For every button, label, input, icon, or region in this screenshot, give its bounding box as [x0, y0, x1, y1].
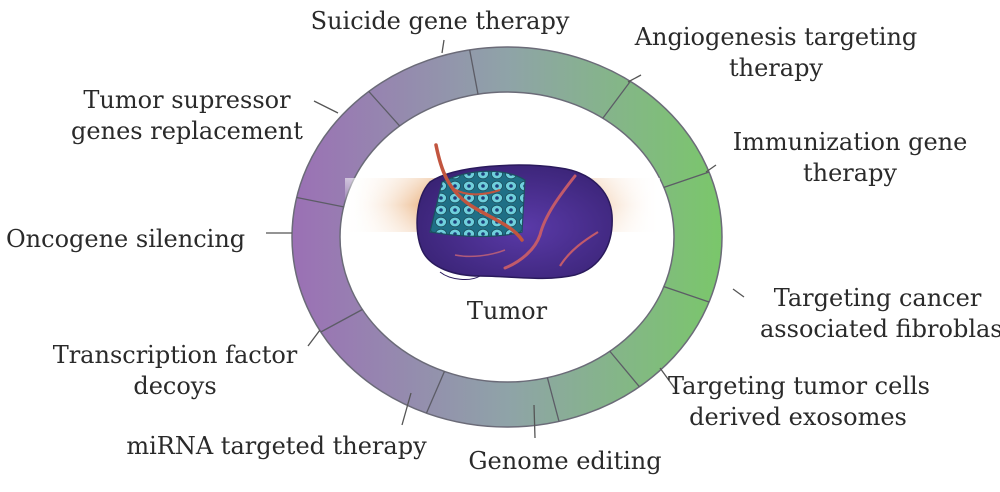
label-targeting-exosomes: Targeting tumor cells derived exosomes — [668, 372, 930, 431]
label-oncogene-silencing: Oncogene silencing — [6, 225, 246, 253]
leader-line — [441, 39, 445, 54]
leader-line — [659, 367, 677, 391]
ring-divider — [663, 285, 710, 303]
leader-line — [307, 329, 321, 347]
ring-divider — [546, 377, 560, 422]
ring-divider — [602, 80, 631, 119]
label-angiogenesis-therapy: Angiogenesis targeting therapy — [634, 23, 918, 82]
label-tumor-suppressor-replacement: Tumor supressor genes replacement — [71, 86, 303, 145]
leader-line — [627, 74, 642, 83]
therapy-ring — [291, 46, 723, 428]
ring-divider — [425, 371, 446, 414]
leader-line — [401, 392, 412, 426]
ring-divider — [469, 49, 479, 95]
ring-divider — [296, 196, 344, 208]
leader-line — [533, 404, 536, 439]
tumor-illustration — [345, 143, 660, 280]
label-genome-editing: Genome editing — [468, 447, 662, 475]
leader-line — [732, 288, 745, 298]
label-transcription-factor-decoys: Transcription factor decoys — [52, 341, 298, 400]
label-suicide-gene-therapy: Suicide gene therapy — [310, 7, 570, 35]
leader-lines — [266, 39, 745, 439]
label-targeting-caf: Targeting cancer associated fibroblasts — [760, 284, 1000, 343]
ring-divider — [368, 91, 401, 127]
leader-line — [313, 100, 339, 114]
ring-divider — [663, 171, 710, 189]
ring-divider — [609, 350, 640, 388]
leader-line — [705, 164, 717, 173]
ring-divider — [320, 308, 363, 333]
label-immunization-gene-therapy: Immunization gene therapy — [732, 128, 968, 187]
center-label-tumor: Tumor — [466, 297, 548, 325]
label-mirna-therapy: miRNA targeted therapy — [126, 432, 427, 460]
